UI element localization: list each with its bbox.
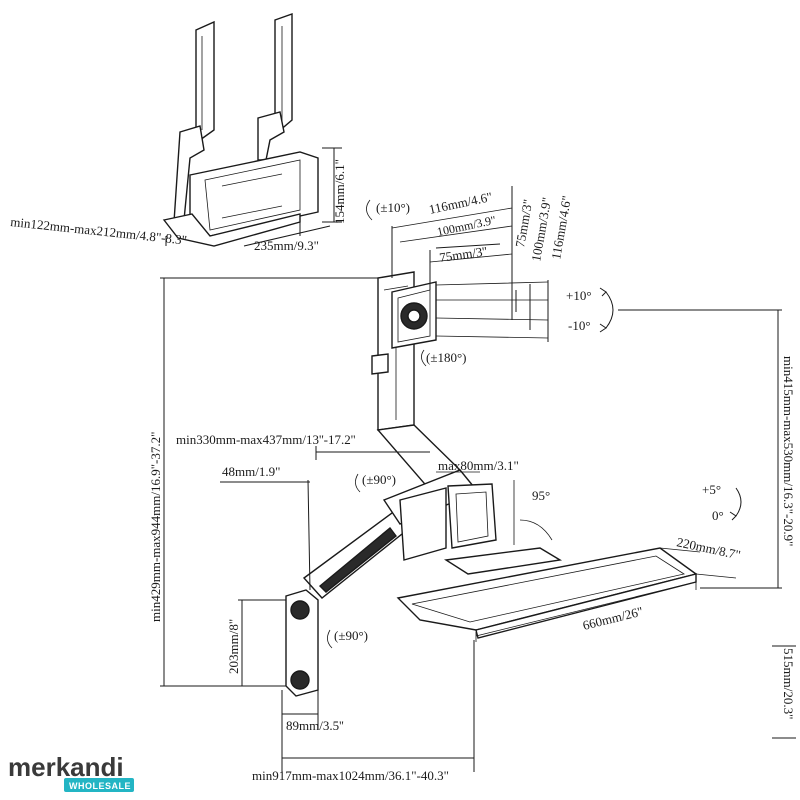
- max80-label: max80mm/3.1": [438, 458, 519, 473]
- arm-offset-label: 48mm/1.9": [222, 464, 280, 479]
- logo-name: merkandi: [8, 752, 124, 782]
- far-right-height-label: 515mm/20.3": [781, 648, 796, 719]
- kb-depth-label: 220mm/8.7": [675, 534, 742, 562]
- wall-203-label: 203mm/8": [226, 619, 241, 674]
- vesa-w100-label: 100mm/3.9": [436, 213, 498, 239]
- left-height-label: min429mm-max944mm/16.9"-37.2": [148, 432, 163, 622]
- tilt-up-label: +10°: [566, 288, 592, 303]
- holder-width-label: 235mm/9.3": [254, 238, 319, 253]
- holder-depth-label: min122mm-max212mm/4.8"-8.3": [10, 214, 188, 247]
- merkandi-logo: merkandi WHOLESALE: [8, 752, 134, 792]
- total-reach-label: min917mm-max1024mm/36.1"-40.3": [252, 768, 449, 783]
- right-height-label: min415mm-max530mm/16.3"-20.9": [781, 356, 796, 546]
- angle95-label: 95°: [532, 488, 550, 503]
- holder-height-label: 154mm/6.1": [332, 159, 347, 224]
- swivel-top-label: (±90°): [362, 472, 396, 487]
- overall-dimensions: min429mm-max944mm/16.9"-37.2" min415mm-m…: [148, 277, 796, 783]
- vesa-tilt-label: (±10°): [376, 200, 410, 215]
- arm-reach-label: min330mm-max437mm/13''-17.2'': [176, 432, 355, 447]
- kb-tilt-zero-label: 0°: [712, 508, 724, 523]
- arm-dimensions: min330mm-max437mm/13''-17.2'' 48mm/1.9" …: [176, 432, 553, 649]
- cpu-holder-drawing: [162, 13, 319, 247]
- monitor-pole-drawing: [371, 271, 462, 491]
- logo-badge-text: WHOLESALE: [69, 781, 131, 791]
- logo-badge: [64, 778, 134, 792]
- vesa-w75-label: 75mm/3'': [438, 243, 488, 265]
- monitor-tilt-indicator: +10° -10°: [566, 287, 614, 333]
- wall-89-label: 89mm/3.5'': [286, 718, 344, 733]
- gas-arm-drawing: [285, 469, 698, 697]
- swivel-bottom-label: (±90°): [334, 628, 368, 643]
- kb-tilt-up-label: +5°: [702, 482, 721, 497]
- tilt-down-label: -10°: [568, 318, 591, 333]
- vesa-rotate-label: (±180°): [426, 350, 467, 365]
